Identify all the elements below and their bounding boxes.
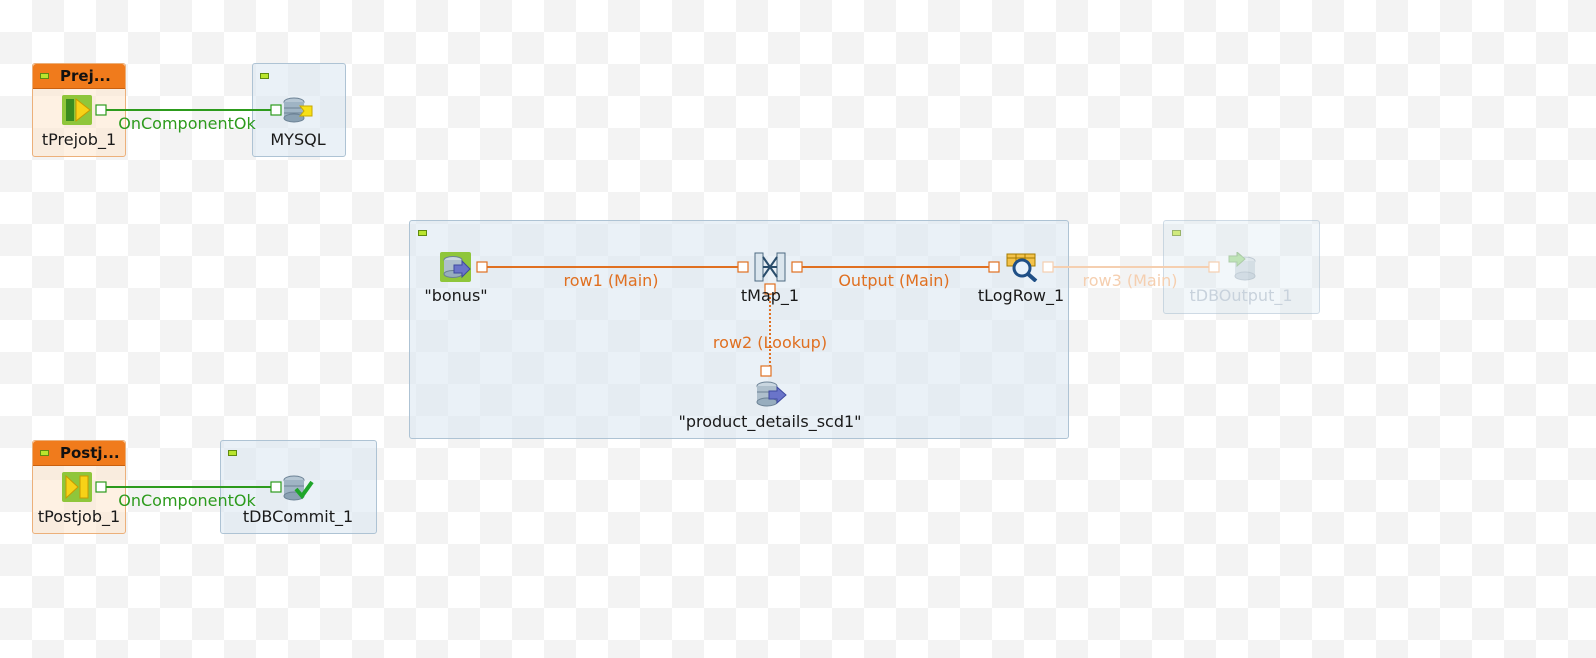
db-output-icon[interactable]	[1227, 252, 1259, 282]
component-label-mysql[interactable]: MYSQL	[270, 130, 326, 149]
connector-ports	[95, 104, 1220, 493]
db-input-icon[interactable]	[440, 252, 471, 282]
collapse-button[interactable]	[418, 230, 427, 236]
collapse-button[interactable]	[40, 73, 49, 79]
link-label-postjob[interactable]: OnComponentOk	[118, 491, 256, 510]
subjob-prejob-header[interactable]: Prej...	[33, 64, 125, 89]
link-label-row2[interactable]: row2 (Lookup)	[712, 333, 828, 352]
tprejob-icon[interactable]	[62, 95, 92, 125]
db-input-icon[interactable]	[755, 380, 787, 408]
link-label-output[interactable]: Output (Main)	[838, 271, 950, 290]
collapse-button[interactable]	[40, 450, 49, 456]
component-label-tprejob[interactable]: tPrejob_1	[41, 130, 117, 149]
subjob-postjob-title: Postj...	[60, 444, 120, 462]
link-label-row3[interactable]: row3 (Main)	[1082, 271, 1178, 290]
subjob-postjob-header[interactable]: Postj...	[33, 441, 125, 466]
logrow-icon[interactable]	[1006, 252, 1038, 282]
link-label-prejob[interactable]: OnComponentOk	[118, 114, 256, 133]
collapse-button[interactable]	[1172, 230, 1181, 236]
subjob-main[interactable]	[409, 220, 1069, 439]
component-label-lookup[interactable]: "product_details_scd1"	[678, 412, 862, 431]
link-label-row1[interactable]: row1 (Main)	[563, 271, 659, 290]
component-label-tmap[interactable]: tMap_1	[740, 286, 800, 305]
tpostjob-icon[interactable]	[62, 472, 92, 502]
component-label-tdbcommit[interactable]: tDBCommit_1	[242, 507, 354, 526]
collapse-button[interactable]	[228, 450, 237, 456]
component-label-tlogrow[interactable]: tLogRow_1	[977, 286, 1065, 305]
mysql-connection-icon[interactable]	[282, 96, 314, 124]
collapse-button[interactable]	[260, 73, 269, 79]
component-label-tpostjob[interactable]: tPostjob_1	[37, 507, 121, 526]
component-label-tdboutput[interactable]: tDBOutput_1	[1189, 286, 1293, 305]
db-commit-icon[interactable]	[282, 474, 314, 502]
tmap-icon[interactable]	[754, 252, 786, 282]
subjob-prejob-title: Prej...	[60, 67, 111, 85]
component-label-bonus[interactable]: "bonus"	[424, 286, 488, 305]
